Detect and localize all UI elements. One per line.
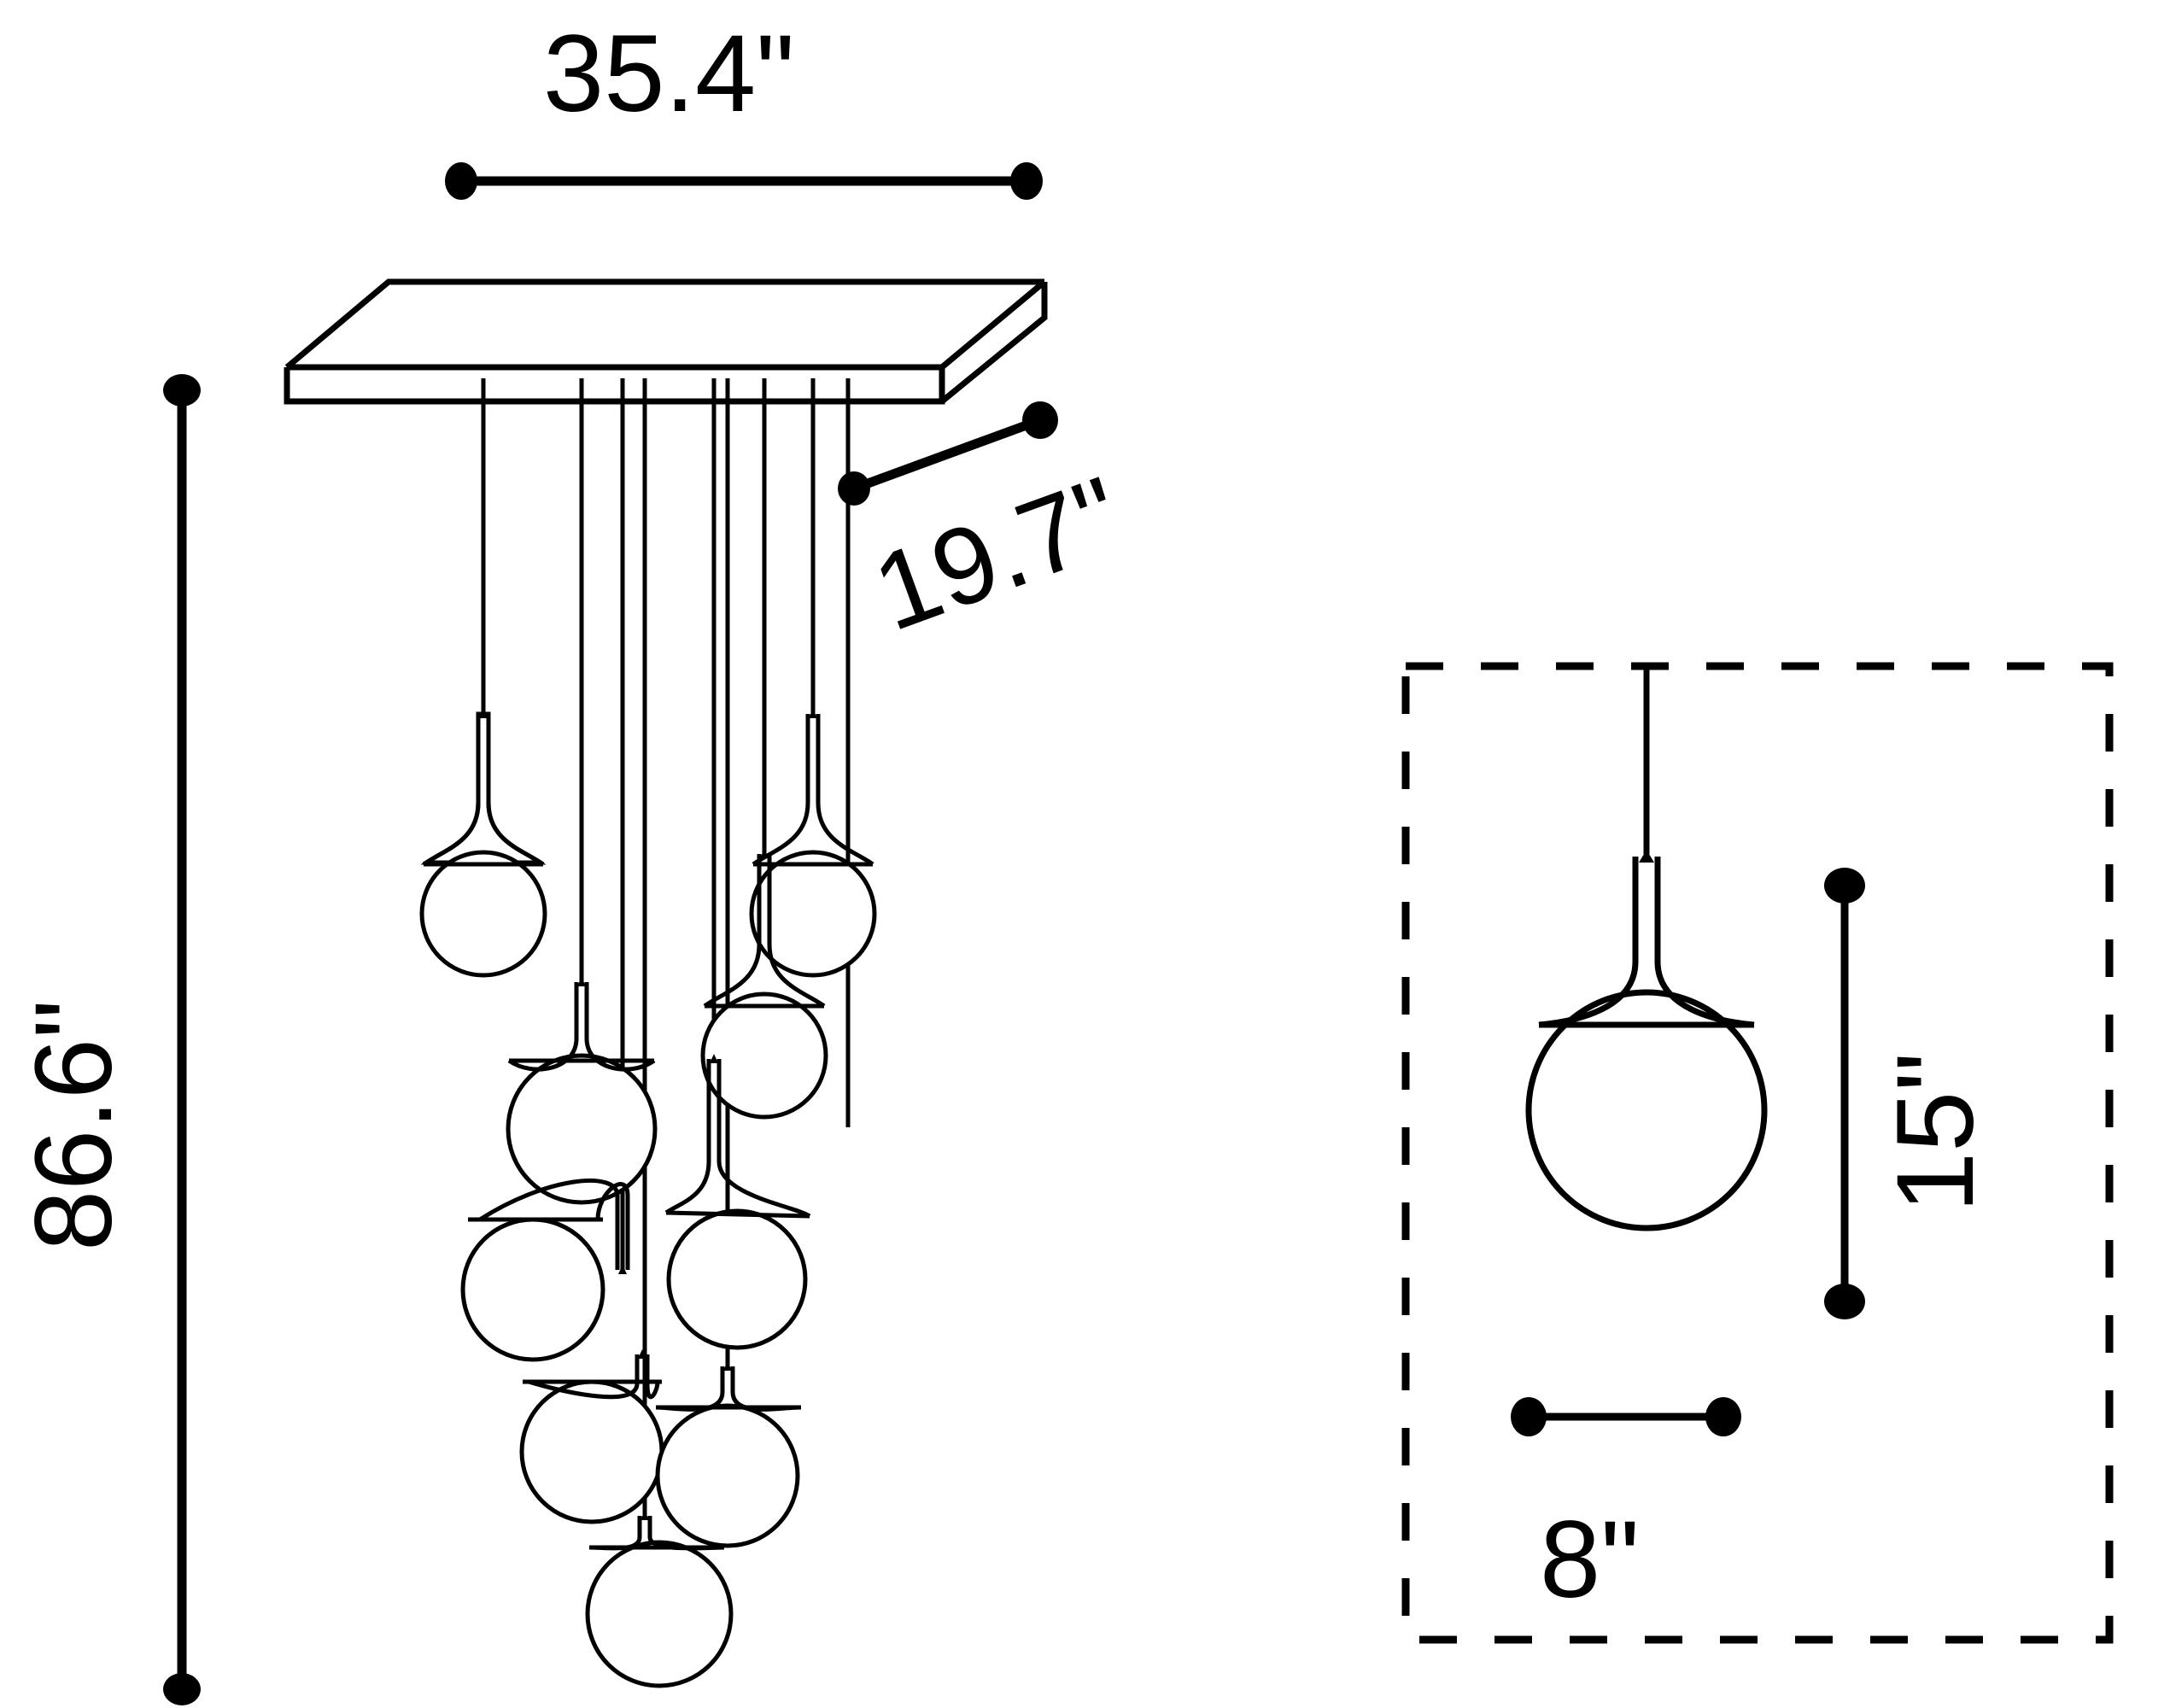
detail-pendant-view: 15" 8" <box>1401 662 2114 1644</box>
pendant-cords <box>481 378 851 1516</box>
globe-pendant <box>700 849 828 1120</box>
detail-view-dashed-border <box>1401 662 2114 1644</box>
dimension-endpoint-dot <box>1010 162 1043 200</box>
ceiling-canopy-plate <box>284 278 1048 405</box>
height-dimension-label: 86.6" <box>13 999 135 1251</box>
detail-pendant-body <box>1525 850 1768 1231</box>
width-dimension-label: 35.4" <box>543 13 795 135</box>
detail-width-dimension-8: 8" <box>1511 1397 1741 1621</box>
dimension-endpoint-dot <box>1511 1397 1547 1436</box>
dimension-endpoint-dot <box>838 471 870 506</box>
globe-pendant <box>749 709 877 978</box>
detail-height-dimension-15: 15" <box>1824 868 1997 1319</box>
dimension-endpoint-dot <box>445 162 477 200</box>
globe-pendant <box>664 1054 811 1350</box>
globe-pendant <box>519 1349 664 1524</box>
detail-height-dimension-label: 15" <box>1875 1052 1997 1213</box>
globe-pendant <box>655 1361 802 1548</box>
dimension-endpoint-dot <box>1705 1397 1741 1436</box>
globe-pendants <box>419 709 877 1688</box>
main-chandelier-view: 35.4" 86.6" 19.7" <box>13 13 1137 1705</box>
width-dimension-35-4: 35.4" <box>445 13 1043 200</box>
dimension-endpoint-dot <box>1022 401 1058 439</box>
depth-dimension-label: 19.7" <box>859 453 1138 654</box>
globe-pendant <box>506 977 658 1205</box>
globe-pendant <box>419 709 547 978</box>
globe-pendant <box>460 1178 630 1362</box>
detail-width-dimension-label: 8" <box>1540 1499 1640 1621</box>
height-dimension-86-6: 86.6" <box>13 374 201 1705</box>
dimension-endpoint-dot <box>1824 1284 1865 1319</box>
depth-dimension-19-7: 19.7" <box>838 401 1137 654</box>
dimension-endpoint-dot <box>163 374 201 407</box>
dimension-endpoint-dot <box>163 1673 201 1705</box>
globe-pendant <box>585 1511 734 1688</box>
dimension-endpoint-dot <box>1824 868 1865 904</box>
